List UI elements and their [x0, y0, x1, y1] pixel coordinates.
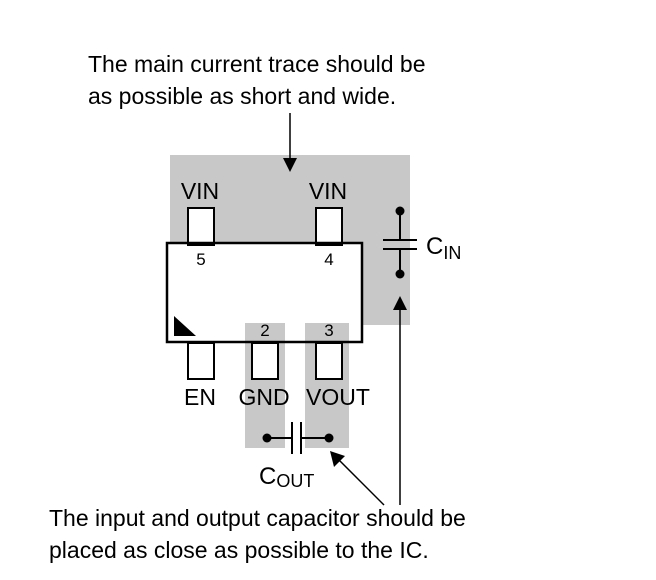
pin-1-name: EN: [184, 384, 216, 410]
vin-trace-right: [362, 243, 410, 325]
pin-2-name: GND: [238, 384, 289, 410]
pin-1-marker: [174, 316, 196, 336]
bottom-note: The input and output capacitor should be…: [49, 502, 466, 566]
pin-1-pad: [187, 342, 215, 380]
bottom-note-line-1: The input and output capacitor should be: [49, 505, 466, 531]
cout-arrow: [330, 451, 385, 506]
top-arrow: [283, 113, 297, 172]
pin-4-name: VIN: [309, 178, 347, 204]
top-note-line-2: as possible as short and wide.: [88, 83, 397, 109]
pin-4-pad: [315, 207, 343, 246]
pin-4-number: 4: [324, 250, 333, 269]
bottom-note-line-2: placed as close as possible to the IC.: [49, 537, 429, 563]
copper-traces: [170, 155, 410, 448]
pin-5-name: VIN: [181, 178, 219, 204]
pin-5-number: 5: [196, 250, 205, 269]
top-note: The main current trace should be as poss…: [88, 48, 426, 112]
pin-3-pad: [315, 342, 343, 380]
cin-label-main: C: [426, 233, 443, 260]
pin-3-name: VOUT: [306, 384, 370, 410]
cin-capacitor: [383, 206, 417, 279]
cout-label-sub: OUT: [276, 471, 314, 491]
cin-arrow: [393, 296, 407, 505]
pin-5-pad: [187, 207, 215, 246]
top-note-line-1: The main current trace should be: [88, 51, 426, 77]
pin-3-number: 3: [324, 321, 333, 340]
cout-label: COUT: [259, 463, 314, 491]
pin-2-pad: [251, 342, 279, 380]
cin-label: CIN: [426, 233, 461, 263]
pin-2-number: 2: [260, 321, 269, 340]
cin-label-sub: IN: [443, 243, 461, 263]
cout-capacitor: [262, 422, 334, 454]
cout-label-main: C: [259, 463, 276, 490]
